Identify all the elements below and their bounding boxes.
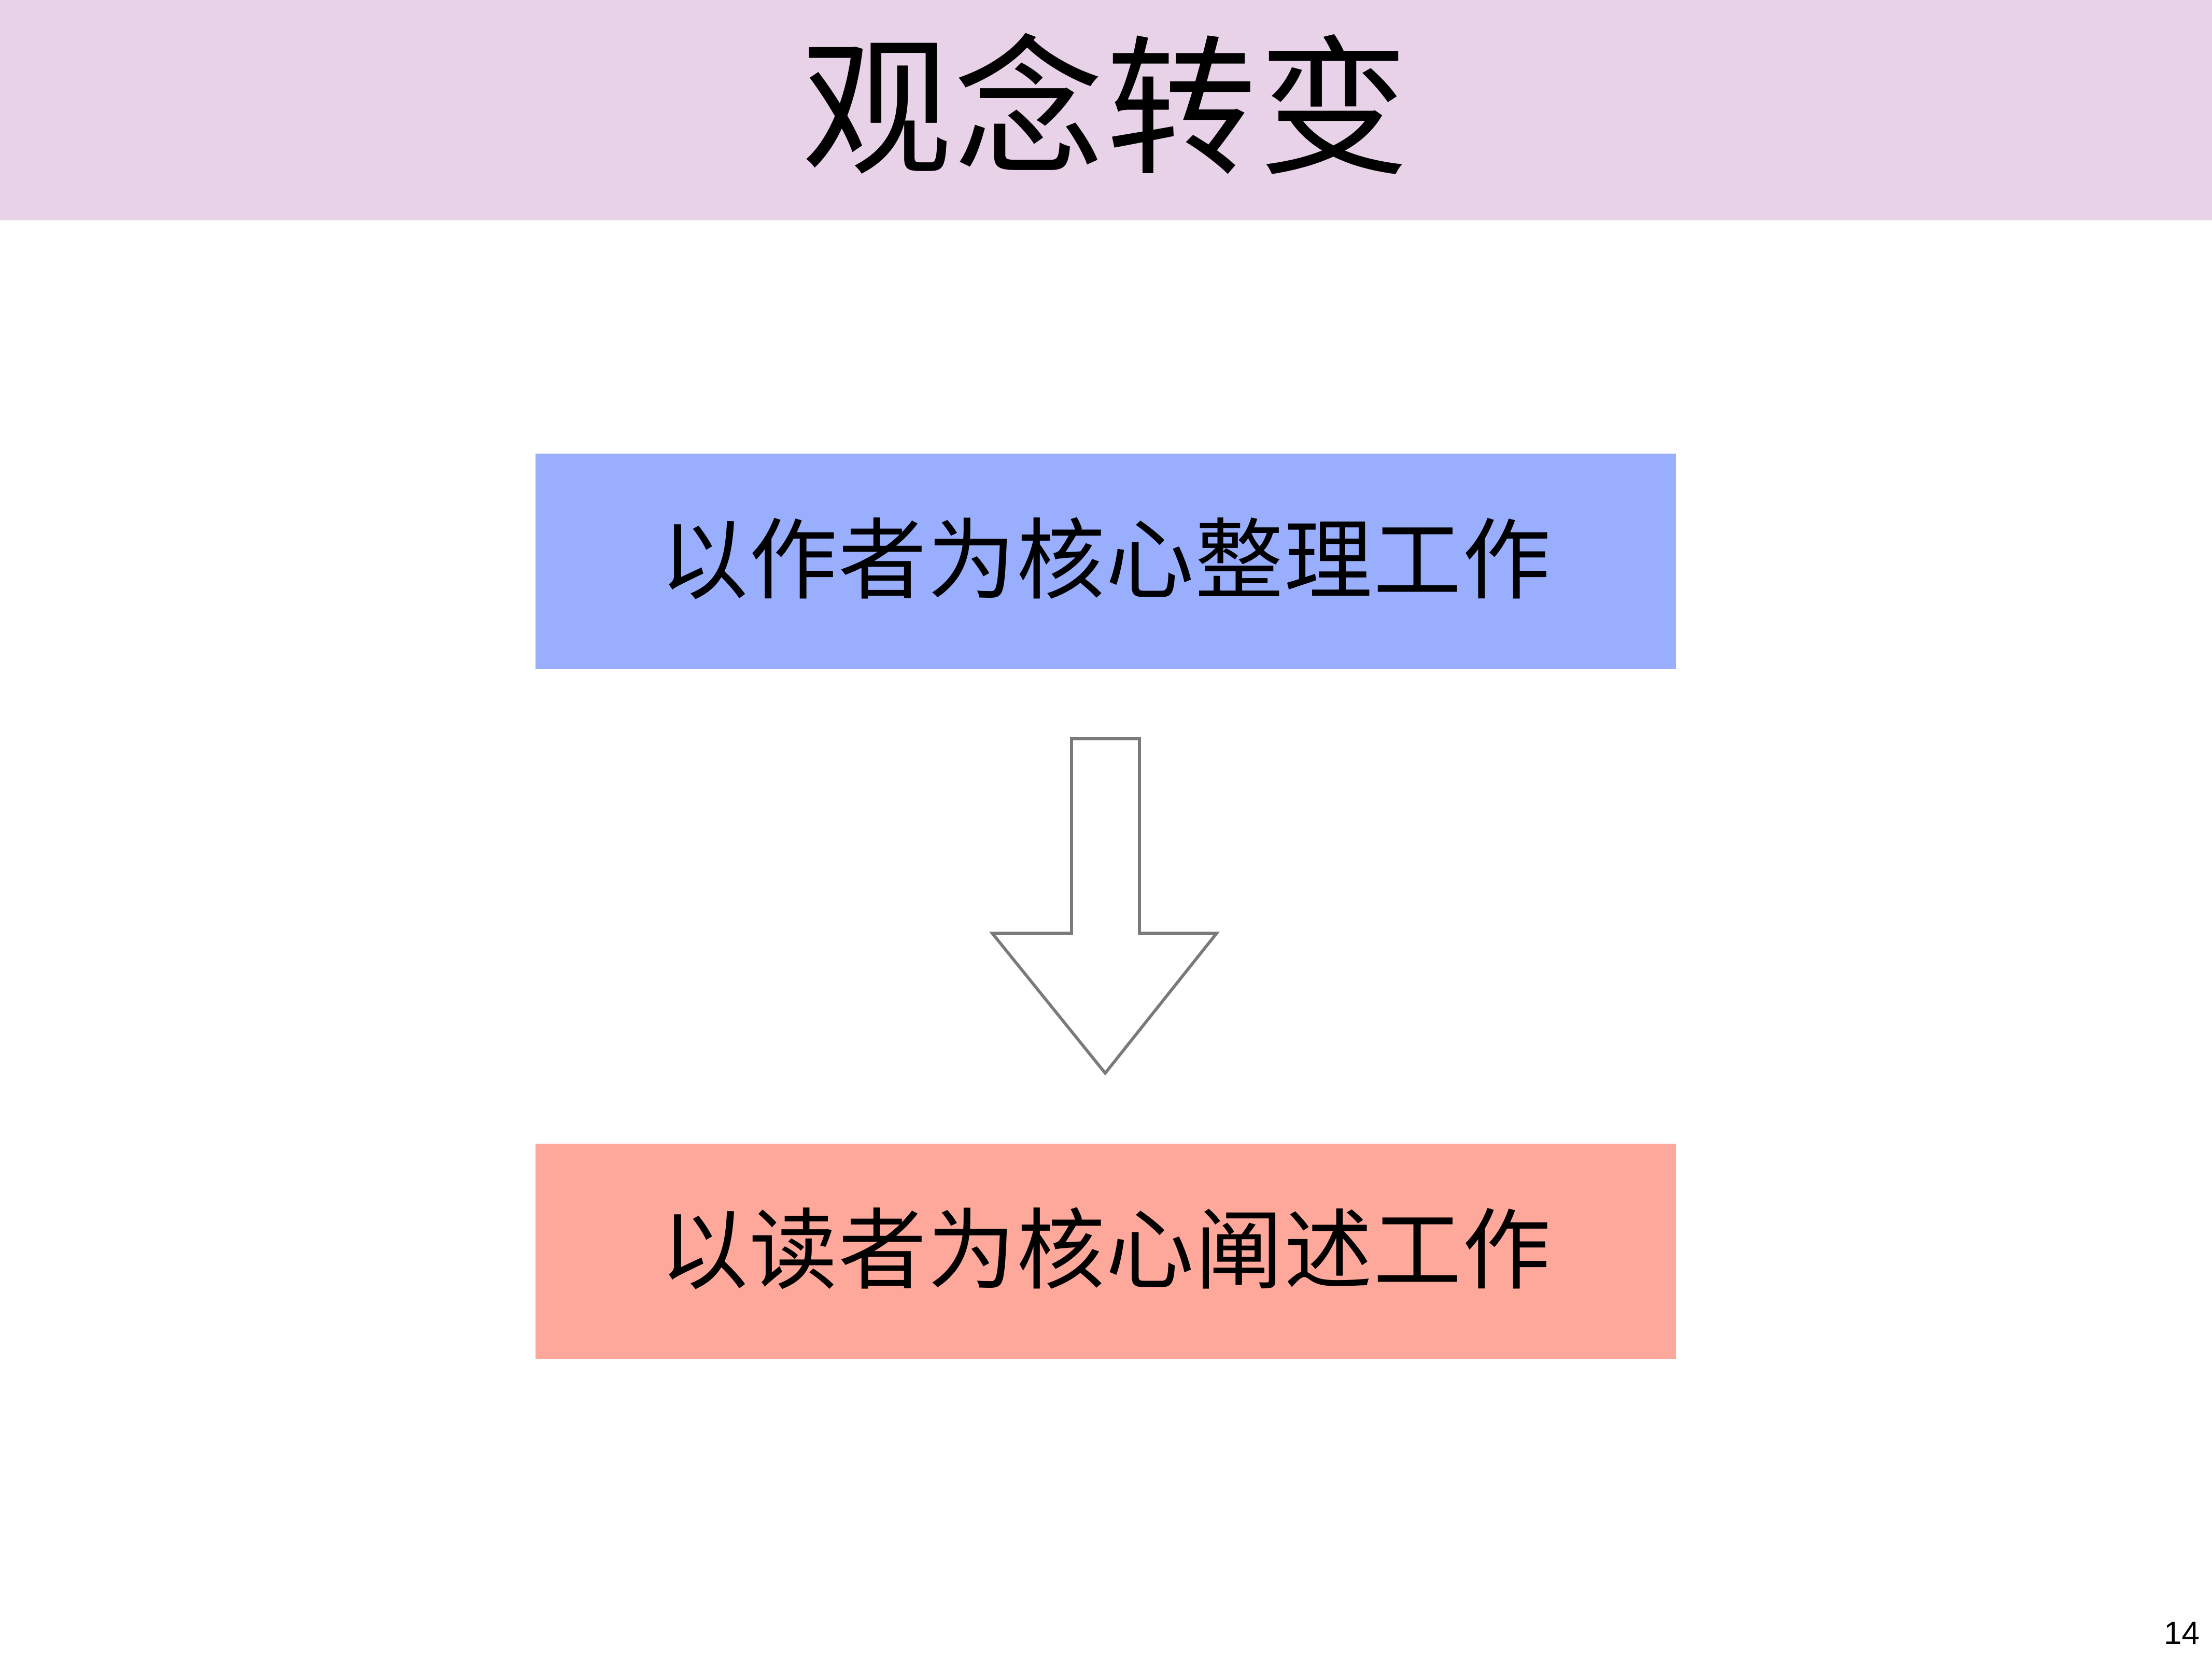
down-arrow-shape [989, 737, 1220, 1076]
title-bar: 观念转变 [0, 0, 2212, 220]
page-number: 14 [2164, 1615, 2200, 1651]
to-box: 以读者为核心阐述工作 [536, 1144, 1676, 1359]
from-label: 以作者为核心整理工作 [659, 510, 1552, 613]
slide-title: 观念转变 [801, 22, 1411, 198]
from-box: 以作者为核心整理工作 [536, 454, 1676, 669]
to-label: 以读者为核心阐述工作 [659, 1200, 1552, 1303]
down-arrow-icon [989, 737, 1220, 1076]
